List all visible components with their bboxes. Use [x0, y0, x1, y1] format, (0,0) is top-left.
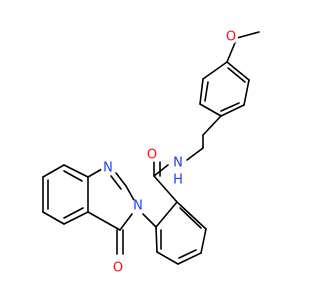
bond-c2-n1-b — [110, 175, 122, 190]
atom-o-amide: O — [147, 148, 157, 163]
atom-n1-ring: N — [103, 161, 113, 176]
bond-ring-b-inner-2 — [178, 249, 197, 259]
atom-o-quinazolinone: O — [113, 261, 123, 276]
atom-h-amide: H — [173, 173, 183, 188]
bond-carbonyl-aryl — [153, 175, 178, 203]
atom-n3-ring: N — [133, 199, 143, 214]
molecule-structure: O N H O N N O — [42, 30, 260, 276]
atom-n-amide: N — [173, 156, 183, 171]
bond-ring-a-2 — [243, 79, 250, 106]
bond-ring-b-1 — [176, 201, 207, 230]
bond-ring-b-4 — [156, 251, 179, 265]
atom-o-methoxy: O — [226, 30, 236, 45]
bond-ring-a-1 — [226, 61, 250, 81]
bond-benzo-5 — [63, 211, 89, 225]
atom-labels: O N H O N N O — [101, 30, 238, 276]
bond-n3-c2 — [125, 185, 136, 203]
bond-ch2-n — [186, 147, 204, 161]
bond-ring-b-inner-1 — [179, 207, 202, 229]
bond-benzo-4 — [42, 211, 65, 225]
bond-ring-b-6 — [155, 201, 178, 228]
bond-c4a-c4 — [87, 211, 121, 231]
bond-ring-a-inner-1 — [227, 67, 246, 83]
bond-benzo-inner-1 — [63, 170, 83, 182]
bond-n1-c8a — [87, 168, 103, 178]
bond-ring-b-5 — [155, 226, 158, 253]
bond-c4-n3 — [119, 213, 133, 231]
bond-ring-a-3 — [220, 104, 245, 117]
bond-ring-a-inner-3 — [204, 81, 209, 102]
bond-ring-a-inner-2 — [220, 102, 240, 112]
bond-benzo-inner-3 — [63, 207, 84, 219]
bond-ring-a-6 — [202, 61, 228, 80]
bond-ethyl-1 — [202, 115, 222, 136]
bond-benzo-2 — [42, 164, 65, 178]
bond-methyl-o — [236, 31, 260, 39]
bond-ring-a-4 — [199, 103, 222, 117]
bond-lines — [42, 31, 260, 265]
bond-ring-b-2 — [200, 228, 207, 254]
bond-c2-n1-a — [115, 172, 127, 187]
bond-aryl-n3 — [142, 213, 157, 228]
bond-n-carbonyl — [153, 164, 169, 177]
bond-benzo-1 — [63, 164, 89, 178]
bond-ring-a-5 — [199, 78, 204, 105]
bond-ring-b-3 — [177, 252, 202, 265]
